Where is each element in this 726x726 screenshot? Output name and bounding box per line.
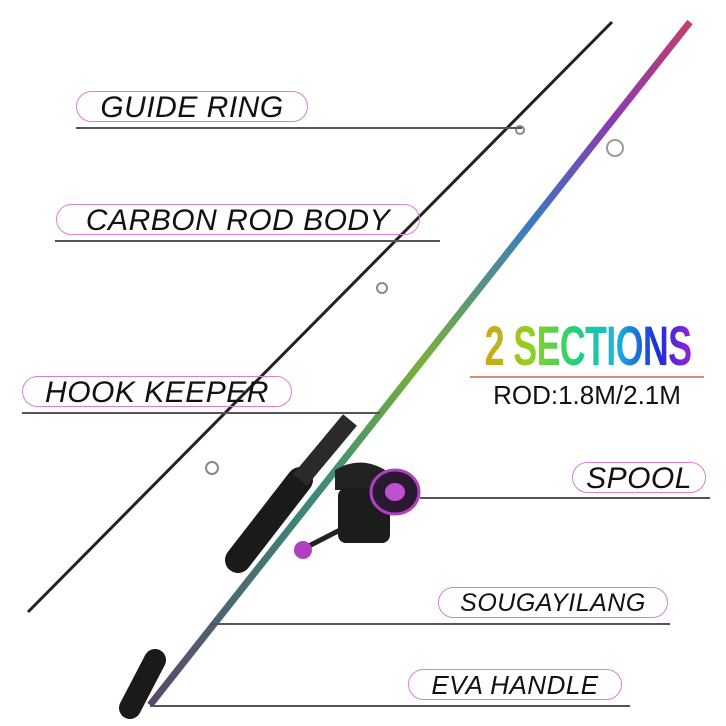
sections-heading: 2 SECTIONS	[473, 318, 703, 374]
label-brand: SOUGAYILANG	[438, 587, 668, 618]
rod-tip-section	[26, 20, 614, 614]
sections-divider	[470, 376, 704, 378]
guide-ring-icon	[606, 139, 624, 157]
carbon-rod-leader-line	[55, 240, 440, 242]
eva-handle-leader-line	[150, 705, 630, 707]
brand-leader-line	[210, 623, 670, 625]
spinning-reel	[294, 462, 421, 559]
reel-seat	[293, 414, 357, 486]
eva-fore-grip	[225, 467, 313, 573]
label-spool: SPOOL	[572, 462, 706, 494]
label-carbon-rod-body: CARBON ROD BODY	[56, 204, 420, 236]
label-guide-ring: GUIDE RING	[76, 91, 308, 123]
guide-ring-icon	[205, 125, 525, 475]
spool-leader-line	[420, 497, 710, 499]
label-eva-handle: EVA HANDLE	[408, 669, 622, 700]
eva-rear-grip	[119, 649, 166, 719]
guide-ring-leader-line	[76, 127, 522, 129]
hook-keeper-leader-line	[22, 412, 380, 414]
label-hook-keeper: HOOK KEEPER	[22, 376, 292, 408]
rod-butt-section	[147, 19, 693, 708]
rod-length: ROD:1.8M/2.1M	[493, 380, 681, 410]
